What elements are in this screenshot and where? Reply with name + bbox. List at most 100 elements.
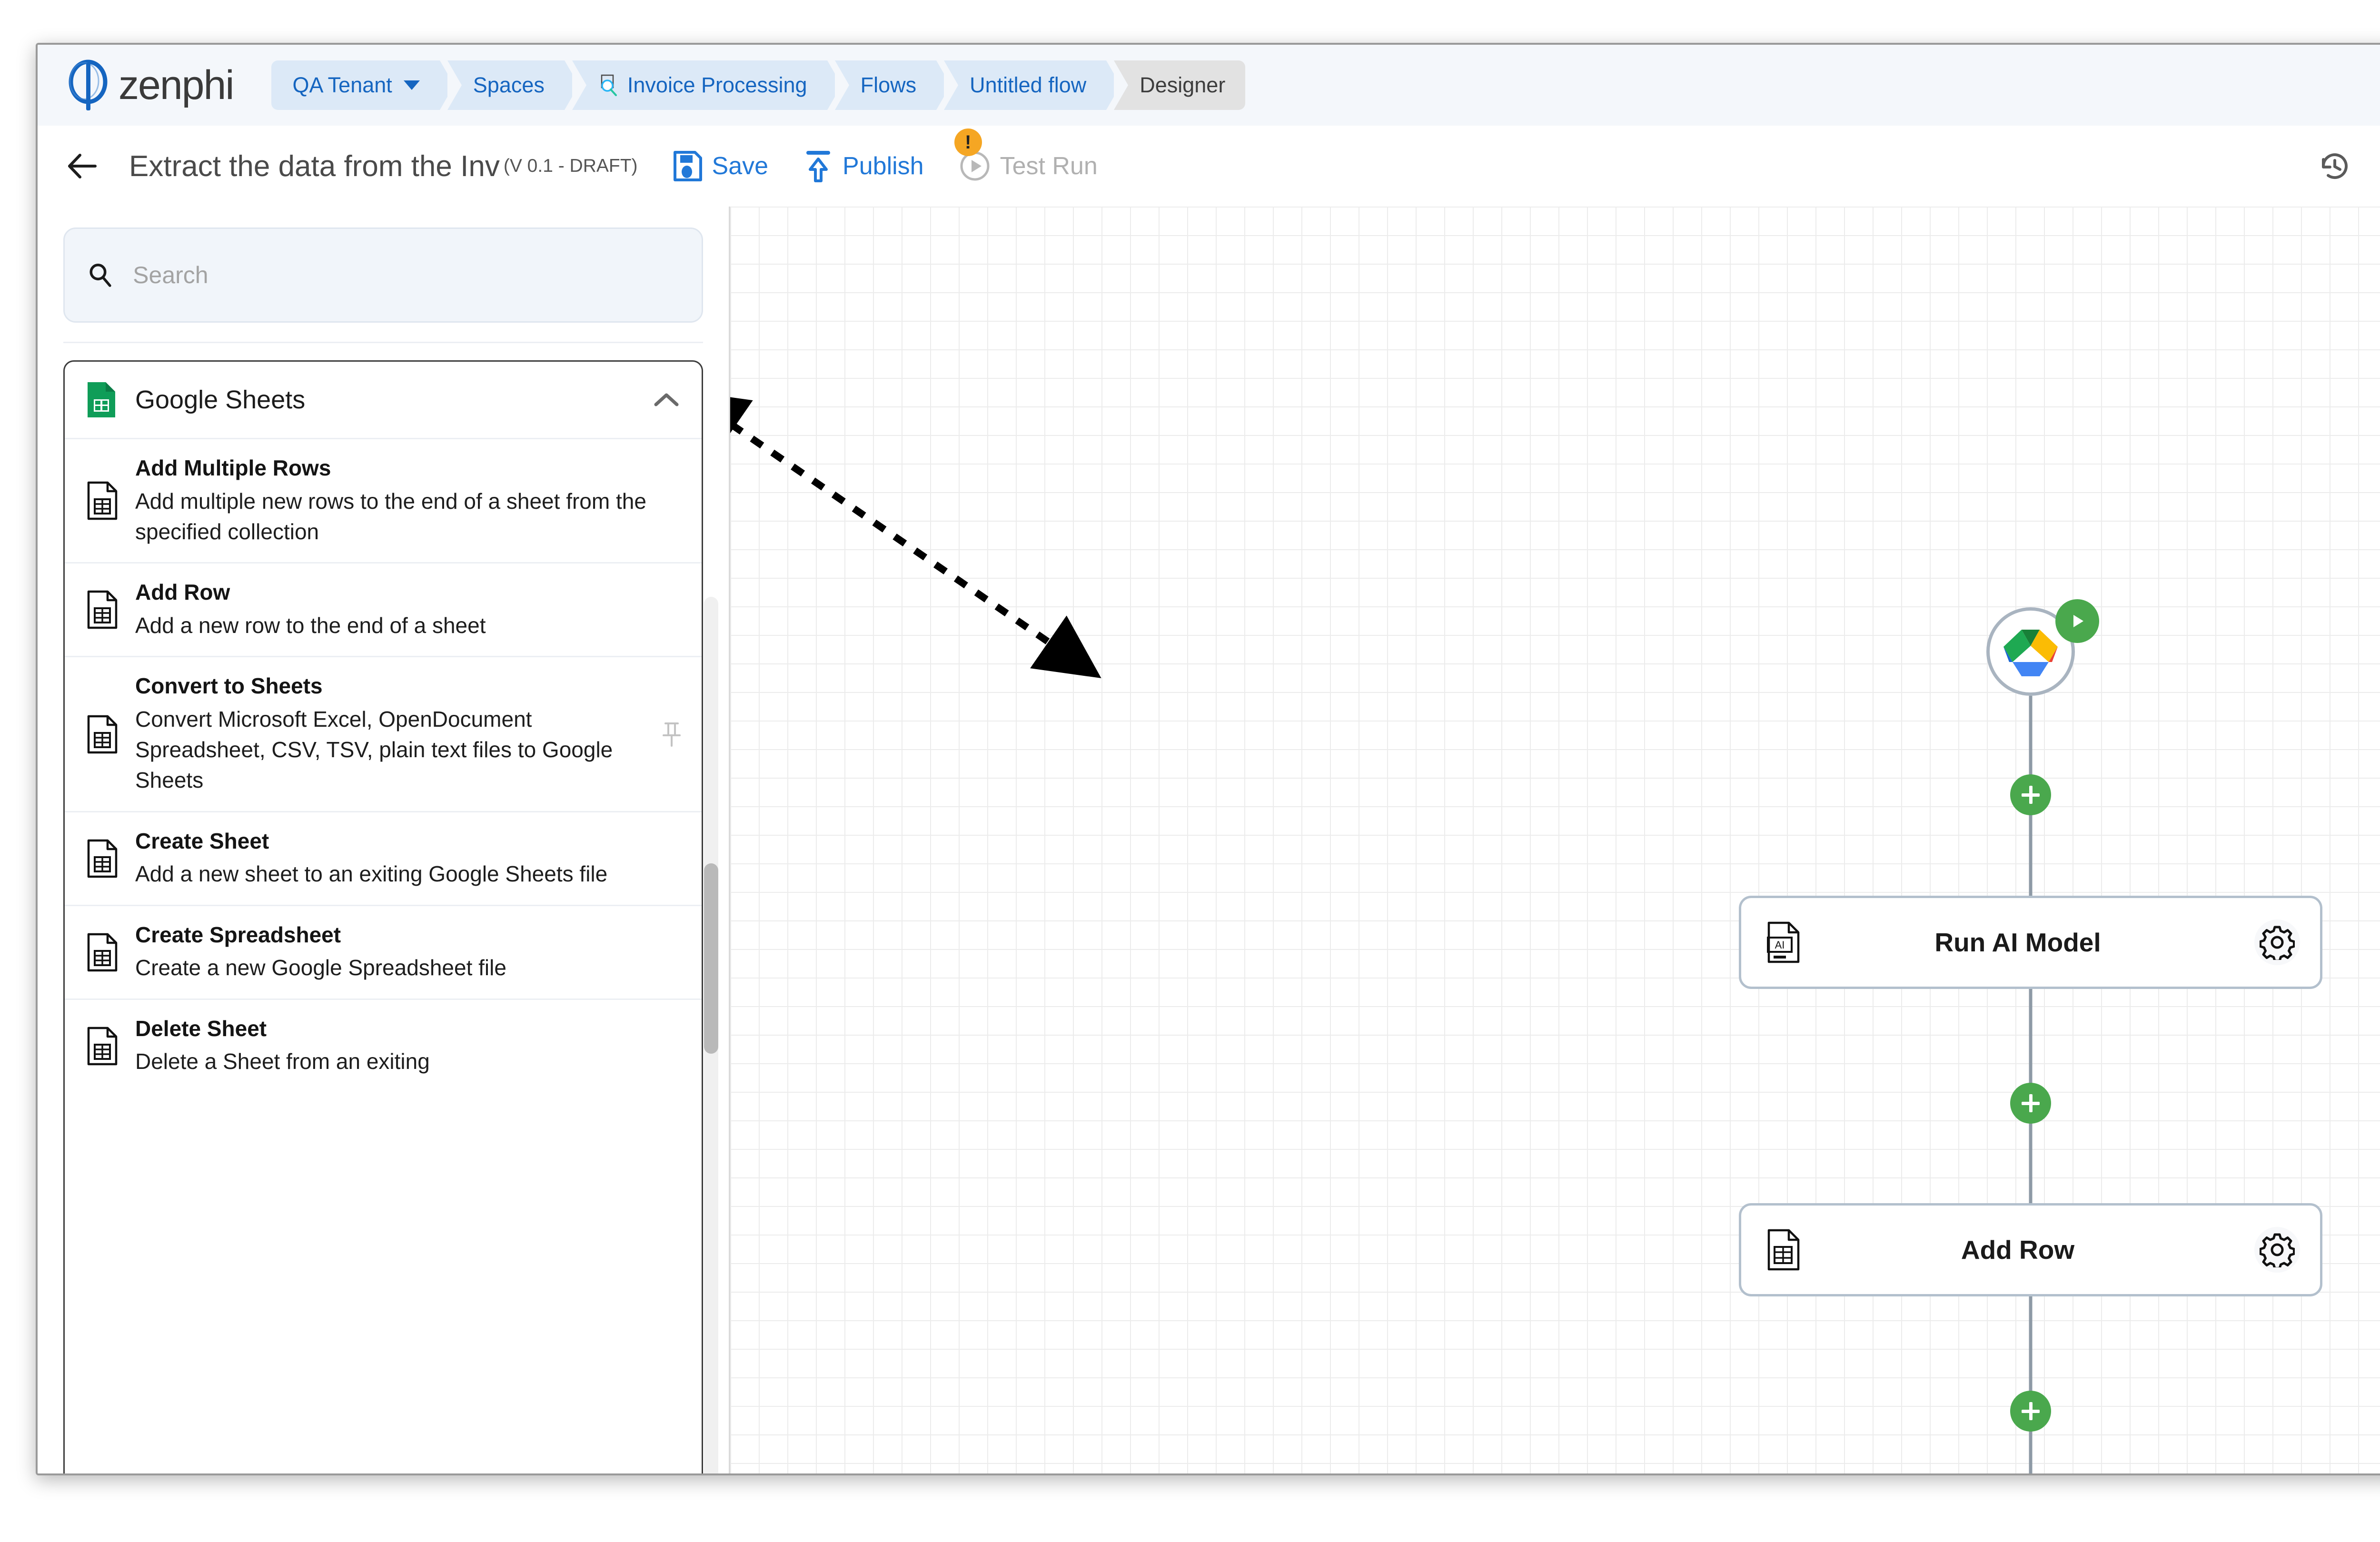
step-settings-button[interactable] bbox=[2254, 1227, 2300, 1273]
action-group-google-sheets: Google Sheets bbox=[63, 360, 703, 1473]
magnifier-doc-icon bbox=[601, 74, 617, 96]
sheets-doc-icon bbox=[87, 715, 118, 753]
list-item-text: Create Sheet Add a new sheet to an exiti… bbox=[135, 828, 683, 890]
list-item-text: Add Row Add a new row to the end of a sh… bbox=[135, 579, 683, 641]
sidebar-scrollbar-thumb[interactable] bbox=[704, 863, 718, 1054]
step-node-add-row[interactable]: Add Row bbox=[1739, 1203, 2322, 1296]
step-node-label: Add Row bbox=[1961, 1235, 2075, 1265]
breadcrumb-invoice-processing[interactable]: Invoice Processing bbox=[572, 60, 842, 110]
list-item[interactable]: Delete Sheet Delete a Sheet from an exit… bbox=[65, 998, 702, 1092]
sheets-doc-icon bbox=[87, 481, 118, 520]
save-label: Save bbox=[712, 152, 769, 180]
sheets-doc-icon bbox=[87, 1027, 118, 1065]
sidebar-divider bbox=[63, 342, 703, 343]
pin-icon[interactable] bbox=[661, 721, 683, 748]
sheets-doc-icon bbox=[87, 933, 118, 971]
step-settings-button[interactable] bbox=[2254, 919, 2300, 965]
google-sheets-icon bbox=[88, 382, 115, 417]
search-icon bbox=[89, 264, 111, 287]
list-item-title: Create Sheet bbox=[135, 828, 269, 853]
breadcrumb-tenant[interactable]: QA Tenant bbox=[271, 60, 455, 110]
list-item-text: Create Spreadsheet Create a new Google S… bbox=[135, 921, 683, 983]
search-container bbox=[38, 207, 729, 323]
test-run-label: Test Run bbox=[1000, 152, 1098, 180]
google-drive-icon bbox=[2003, 630, 2058, 676]
ai-doc-icon: AI bbox=[1767, 921, 1800, 963]
list-item-desc: Add a new sheet to an exiting Google She… bbox=[135, 861, 608, 887]
workspace: Google Sheets bbox=[38, 207, 2380, 1473]
breadcrumb-designer-label: Designer bbox=[1140, 73, 1226, 97]
list-item[interactable]: Create Sheet Add a new sheet to an exiti… bbox=[65, 811, 702, 905]
add-step-button-1[interactable] bbox=[2010, 774, 2051, 815]
publish-button[interactable]: Publish bbox=[803, 149, 924, 183]
breadcrumb: QA Tenant Spaces Invoice Processing Flow… bbox=[271, 60, 1253, 110]
add-step-button-2[interactable] bbox=[2010, 1083, 2051, 1124]
back-button[interactable] bbox=[64, 148, 100, 184]
breadcrumb-flows-label: Flows bbox=[860, 73, 917, 97]
list-item[interactable]: Create Spreadsheet Create a new Google S… bbox=[65, 904, 702, 998]
sheets-doc-icon bbox=[1767, 1229, 1800, 1271]
breadcrumb-tenant-label: QA Tenant bbox=[292, 73, 392, 97]
flow-canvas[interactable]: AI Run AI Model bbox=[730, 207, 2380, 1473]
app-window: zenphi QA Tenant Spaces Invoice Processi… bbox=[36, 43, 2380, 1475]
list-item-text: Convert to Sheets Convert Microsoft Exce… bbox=[135, 672, 644, 796]
page-title[interactable]: Extract the data from the Inv bbox=[129, 149, 500, 183]
connector-line bbox=[2029, 1296, 2033, 1473]
list-item[interactable]: Add Row Add a new row to the end of a sh… bbox=[65, 562, 702, 656]
search-input[interactable] bbox=[133, 261, 680, 289]
add-step-button-3[interactable] bbox=[2010, 1391, 2051, 1432]
gear-icon bbox=[2260, 926, 2295, 960]
breadcrumb-untitled-flow[interactable]: Untitled flow bbox=[944, 60, 1121, 110]
list-item[interactable]: Convert to Sheets Convert Microsoft Exce… bbox=[65, 656, 702, 811]
sheets-doc-icon bbox=[87, 590, 118, 629]
sidebar-scrollbar[interactable] bbox=[704, 597, 718, 1473]
top-bar: zenphi QA Tenant Spaces Invoice Processi… bbox=[38, 45, 2380, 126]
status-badge: ! bbox=[954, 128, 982, 156]
list-item[interactable]: Add Multiple Rows Add multiple new rows … bbox=[65, 438, 702, 562]
action-group-title: Google Sheets bbox=[135, 386, 306, 414]
action-group-header[interactable]: Google Sheets bbox=[65, 362, 702, 438]
save-disk-icon bbox=[673, 151, 702, 181]
list-item-desc: Add multiple new rows to the end of a sh… bbox=[135, 488, 646, 544]
chevron-down-icon bbox=[403, 80, 420, 90]
list-item-desc: Convert Microsoft Excel, OpenDocument Sp… bbox=[135, 706, 613, 793]
chevron-up-icon[interactable] bbox=[653, 391, 680, 408]
flow-version-label: (V 0.1 - DRAFT) bbox=[503, 156, 638, 176]
sheets-doc-icon bbox=[87, 839, 118, 878]
step-node-run-ai-model[interactable]: AI Run AI Model bbox=[1739, 896, 2322, 989]
trigger-node-google-drive[interactable] bbox=[1986, 599, 2099, 696]
list-item-title: Add Multiple Rows bbox=[135, 455, 331, 480]
save-button[interactable]: Save bbox=[673, 150, 769, 182]
breadcrumb-invoice-label: Invoice Processing bbox=[627, 73, 807, 97]
list-item-title: Delete Sheet bbox=[135, 1016, 267, 1041]
brand-logo: zenphi bbox=[66, 59, 234, 111]
breadcrumb-spaces-label: Spaces bbox=[473, 73, 545, 97]
list-item-desc: Delete a Sheet from an exiting bbox=[135, 1049, 430, 1074]
brand-name: zenphi bbox=[119, 62, 234, 108]
publish-upload-icon bbox=[806, 151, 831, 182]
breadcrumb-designer[interactable]: Designer bbox=[1114, 60, 1246, 110]
actions-scroll-area[interactable]: Google Sheets bbox=[38, 360, 729, 1473]
arrow-left-icon bbox=[68, 154, 97, 178]
list-item-text: Delete Sheet Delete a Sheet from an exit… bbox=[135, 1015, 683, 1077]
trigger-play-badge[interactable] bbox=[2055, 599, 2099, 643]
toolbar-right-actions bbox=[2317, 148, 2380, 184]
actions-sidebar: Google Sheets bbox=[38, 207, 730, 1473]
history-icon[interactable] bbox=[2317, 148, 2353, 184]
list-item-title: Create Spreadsheet bbox=[135, 922, 341, 947]
svg-text:AI: AI bbox=[1775, 939, 1785, 951]
list-item-text: Add Multiple Rows Add multiple new rows … bbox=[135, 455, 683, 547]
breadcrumb-flows[interactable]: Flows bbox=[834, 60, 951, 110]
step-node-label: Run AI Model bbox=[1934, 928, 2101, 957]
flow-toolbar: Extract the data from the Inv (V 0.1 - D… bbox=[38, 126, 2380, 207]
play-icon bbox=[2073, 615, 2083, 627]
list-item-title: Convert to Sheets bbox=[135, 673, 323, 699]
gear-icon bbox=[2260, 1233, 2295, 1267]
zenphi-phi-logo-icon bbox=[69, 59, 108, 110]
test-run-button[interactable]: ! Test Run bbox=[954, 128, 1098, 182]
list-item-desc: Create a new Google Spreadsheet file bbox=[135, 955, 506, 980]
search-box[interactable] bbox=[63, 227, 703, 323]
breadcrumb-spaces[interactable]: Spaces bbox=[447, 60, 579, 110]
breadcrumb-untitled-label: Untitled flow bbox=[970, 73, 1087, 97]
list-item-title: Add Row bbox=[135, 580, 230, 605]
